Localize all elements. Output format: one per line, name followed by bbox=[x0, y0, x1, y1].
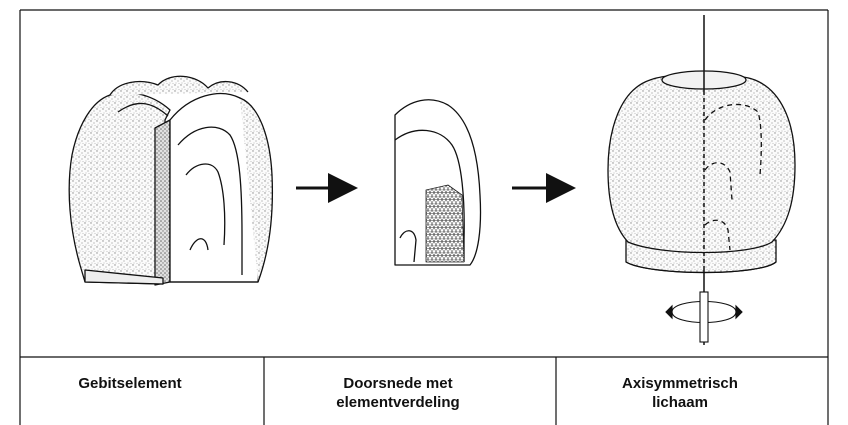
caption-section: Doorsnede met elementverdeling bbox=[318, 374, 478, 412]
tooth-illustration bbox=[69, 76, 272, 285]
caption-tooth: Gebitselement bbox=[60, 374, 200, 393]
caption-axisymmetric: Axisymmetrisch lichaam bbox=[610, 374, 750, 412]
section-illustration bbox=[395, 100, 481, 265]
caption-axisym-line2: lichaam bbox=[610, 393, 750, 412]
caption-section-line2: elementverdeling bbox=[318, 393, 478, 412]
caption-axisym-line1: Axisymmetrisch bbox=[610, 374, 750, 393]
caption-section-line1: Doorsnede met bbox=[318, 374, 478, 393]
rotation-arrow-icon bbox=[666, 292, 742, 342]
axisymmetric-illustration bbox=[608, 71, 795, 273]
